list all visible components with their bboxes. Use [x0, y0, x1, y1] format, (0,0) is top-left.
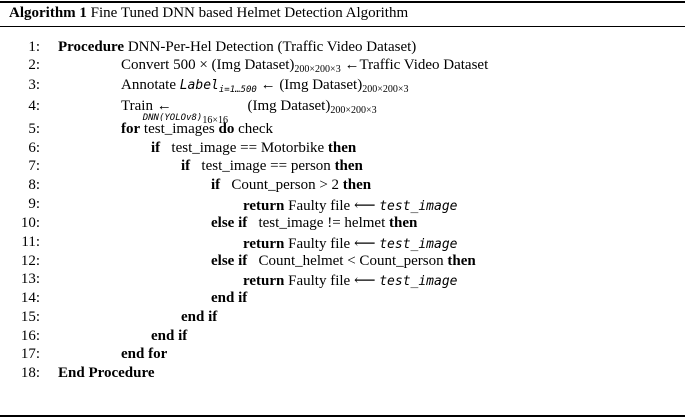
line-code: for test_images do check — [121, 121, 273, 138]
line-number: 12: — [20, 253, 40, 269]
algorithm-caption: Algorithm 1 Fine Tuned DNN based Helmet … — [9, 5, 408, 22]
line-code: if test_image == Motorbike then — [151, 140, 356, 157]
keyword: if — [181, 158, 191, 174]
line-number: 18: — [20, 365, 40, 381]
code-text: Faulty file ⟵ — [284, 273, 380, 289]
keyword: then — [327, 140, 357, 156]
line-code: if Count_person > 2 then — [211, 177, 371, 194]
model-name: DNN(YOLOv8) — [142, 113, 203, 123]
subscript: 200×200×3 — [362, 84, 409, 95]
line-number: 13: — [20, 271, 40, 287]
math-text: test_image — [379, 274, 458, 289]
math-text: Label — [179, 78, 219, 93]
math-text: test_image — [379, 199, 458, 214]
algorithm-label: Algorithm 1 — [9, 5, 87, 21]
math-text: test_image — [379, 237, 458, 252]
keyword: do — [218, 121, 235, 137]
keyword: return — [243, 198, 285, 214]
line-code: return Faulty file ⟵ test_image — [243, 196, 458, 215]
line-number: 14: — [20, 290, 40, 306]
line-number: 8: — [28, 177, 40, 193]
caption-rule — [0, 26, 685, 27]
code-text: test_image == person — [190, 158, 335, 174]
keyword: Procedure — [58, 39, 125, 55]
arrow-underscript: DNN(YOLOv8)16×16 — [143, 112, 228, 126]
code-text: test_images — [140, 121, 219, 137]
line-code: Annotate Labeli=1…500 ← (Img Dataset)200… — [121, 77, 408, 95]
code-text: Faulty file ⟵ — [284, 198, 380, 214]
subscript: i=1…500 — [218, 85, 257, 95]
line-number: 3: — [28, 77, 40, 93]
line-code: else if test_image != helmet then — [211, 215, 417, 232]
line-code: Procedure DNN-Per-Hel Detection (Traffic… — [58, 39, 416, 56]
line-code: Convert 500 × (Img Dataset)200×200×3 ←Tr… — [121, 57, 488, 75]
keyword: end if — [151, 328, 188, 344]
line-number: 5: — [28, 121, 40, 137]
line-code: end if — [181, 309, 217, 326]
keyword: return — [243, 236, 285, 252]
line-code: else if Count_helmet < Count_person then — [211, 253, 476, 270]
line-number: 17: — [20, 346, 40, 362]
code-text: Annotate — [121, 77, 180, 93]
bottom-rule — [0, 415, 685, 417]
line-number: 4: — [28, 98, 40, 114]
keyword: end if — [181, 309, 218, 325]
code-text: Count_helmet < Count_person — [247, 253, 448, 269]
line-number: 10: — [20, 215, 40, 231]
code-text: ←Traffic Video Dataset — [340, 57, 489, 73]
keyword: else if — [211, 253, 248, 269]
keyword: if — [211, 177, 221, 193]
line-code: if test_image == person then — [181, 158, 363, 175]
keyword: then — [447, 253, 476, 269]
line-number: 11: — [21, 234, 40, 250]
line-code: Train ←DNN(YOLOv8)16×16 (Img Dataset)200… — [121, 98, 377, 126]
keyword: for — [121, 121, 141, 137]
code-text: Count_person > 2 — [220, 177, 343, 193]
line-number: 2: — [28, 57, 40, 73]
line-code: end for — [121, 346, 167, 363]
code-text: Faulty file ⟵ — [284, 236, 380, 252]
line-number: 6: — [28, 140, 40, 156]
keyword: else if — [211, 215, 248, 231]
keyword: End Procedure — [58, 365, 155, 381]
keyword: end for — [121, 346, 168, 362]
keyword: then — [389, 215, 418, 231]
code-text: ← (Img Dataset) — [256, 77, 363, 93]
keyword: end if — [211, 290, 248, 306]
line-code: End Procedure — [58, 365, 155, 382]
line-number: 9: — [28, 196, 40, 212]
line-code: end if — [211, 290, 247, 307]
keyword: return — [243, 273, 285, 289]
code-text: DNN-Per-Hel Detection (Traffic Video Dat… — [124, 39, 417, 55]
algorithm-title: Fine Tuned DNN based Helmet Detection Al… — [90, 5, 409, 21]
keyword: then — [334, 158, 363, 174]
top-rule — [0, 1, 685, 3]
train-arrow: ←DNN(YOLOv8)16×16 — [143, 98, 228, 126]
code-text: (Img Dataset) — [243, 98, 331, 114]
code-text: check — [234, 121, 274, 137]
line-code: end if — [151, 328, 187, 345]
line-number: 1: — [28, 39, 40, 55]
code-text: test_image == Motorbike — [160, 140, 328, 156]
line-number: 7: — [28, 158, 40, 174]
arrow-glyph: ← — [156, 98, 172, 114]
line-code: return Faulty file ⟵ test_image — [243, 234, 458, 253]
line-number: 16: — [20, 328, 40, 344]
subscript: 200×200×3 — [294, 64, 341, 75]
subscript: 16×16 — [202, 115, 228, 126]
line-number: 15: — [20, 309, 40, 325]
line-code: return Faulty file ⟵ test_image — [243, 271, 458, 290]
subscript: 200×200×3 — [330, 105, 377, 116]
code-text: Train — [121, 98, 157, 114]
keyword: if — [151, 140, 161, 156]
code-text: test_image != helmet — [247, 215, 389, 231]
code-text: Convert 500 × (Img Dataset) — [121, 57, 295, 73]
keyword: then — [342, 177, 372, 193]
